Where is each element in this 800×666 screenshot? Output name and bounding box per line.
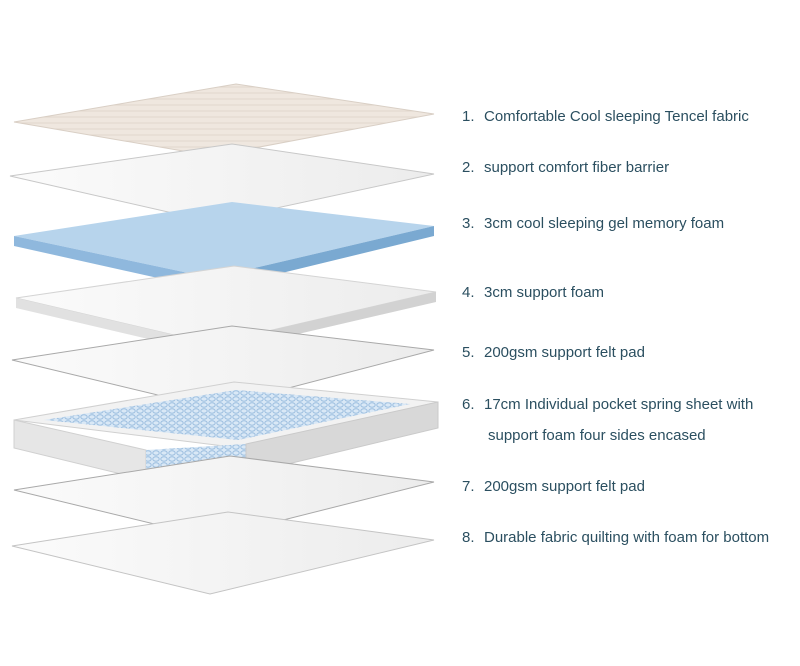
layer-number: 2. (462, 159, 475, 176)
layer-text: 200gsm support felt pad (484, 344, 645, 361)
layer-number: 3. (462, 215, 475, 232)
layer-text-continued: support foam four sides encased (488, 427, 706, 444)
layer-label-5: 5. 200gsm support felt pad (462, 344, 645, 362)
layer-number: 6. (462, 396, 475, 413)
layer-number: 5. (462, 344, 475, 361)
layer-label-2: 2. support comfort fiber barrier (462, 159, 669, 177)
layer-fiber-barrier (9, 143, 435, 223)
layer-label-4: 4. 3cm support foam (462, 284, 604, 302)
layer-text: 200gsm support felt pad (484, 478, 645, 495)
layer-felt-pad-bottom (13, 455, 435, 539)
layer-bottom-quilting (11, 511, 435, 595)
layer-label-3: 3. 3cm cool sleeping gel memory foam (462, 215, 724, 233)
layer-text: support comfort fiber barrier (484, 159, 670, 176)
layer-number: 8. (462, 529, 475, 546)
layer-tencel-fabric (13, 83, 435, 157)
layer-text: Comfortable Cool sleeping Tencel fabric (484, 108, 749, 125)
layer-text: 17cm Individual pocket spring sheet with (484, 396, 754, 413)
layer-label-7: 7. 200gsm support felt pad (462, 478, 645, 496)
layer-text: 3cm support foam (484, 284, 605, 301)
layer-text: Durable fabric quilting with foam for bo… (484, 529, 770, 546)
layer-label-1: 1. Comfortable Cool sleeping Tencel fabri… (462, 108, 749, 126)
layer-number: 7. (462, 478, 475, 495)
layer-label-8: 8. Durable fabric quilting with foam for … (462, 529, 769, 547)
layer-number: 1. (462, 108, 475, 125)
layer-number: 4. (462, 284, 475, 301)
layer-felt-pad-top (11, 325, 435, 409)
layer-label-6: 6. 17cm Individual pocket spring sheet wi… (462, 396, 753, 445)
layer-text: 3cm cool sleeping gel memory foam (484, 215, 725, 232)
